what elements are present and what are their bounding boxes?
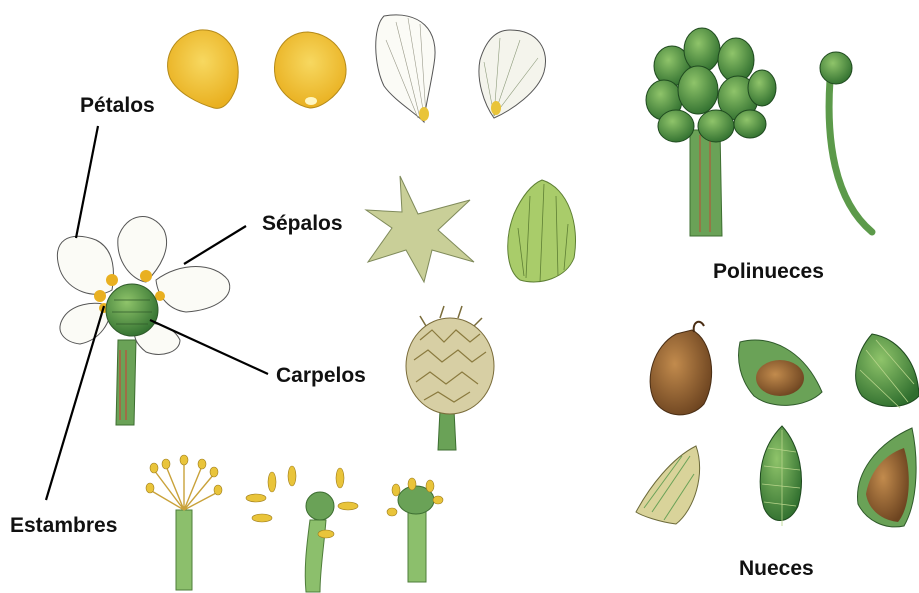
nut-brown-1 xyxy=(650,322,712,415)
petal-white-1 xyxy=(376,15,435,122)
stamen-group-2 xyxy=(246,466,358,592)
nut-brown-2 xyxy=(739,340,822,405)
nut-husk-open xyxy=(636,446,700,524)
label-polynuts: Polinueces xyxy=(713,260,824,284)
nut-brown-3 xyxy=(858,428,917,527)
petal-yellow-2 xyxy=(274,32,346,108)
label-sepals: Sépalos xyxy=(262,212,343,236)
petal-white-2 xyxy=(479,30,546,118)
nut-green-2 xyxy=(760,426,801,526)
nut-green-1 xyxy=(856,334,919,408)
label-stamens: Estambres xyxy=(10,514,117,538)
label-carpels: Carpelos xyxy=(276,364,366,388)
petal-yellow-1 xyxy=(168,30,239,108)
label-nuts: Nueces xyxy=(739,557,814,581)
polynut-cluster xyxy=(646,28,776,236)
carpel-cluster xyxy=(406,306,494,450)
label-petals: Pétalos xyxy=(80,94,155,118)
polynut-small-stalk xyxy=(820,52,872,232)
stamen-group-3 xyxy=(387,478,443,582)
leader-line-petals xyxy=(76,126,98,238)
sepal-single xyxy=(508,180,576,282)
sepal-star xyxy=(366,176,474,282)
stamen-group-1 xyxy=(146,455,222,590)
leader-line-sepals xyxy=(184,226,246,264)
flower-illustration xyxy=(57,217,229,425)
